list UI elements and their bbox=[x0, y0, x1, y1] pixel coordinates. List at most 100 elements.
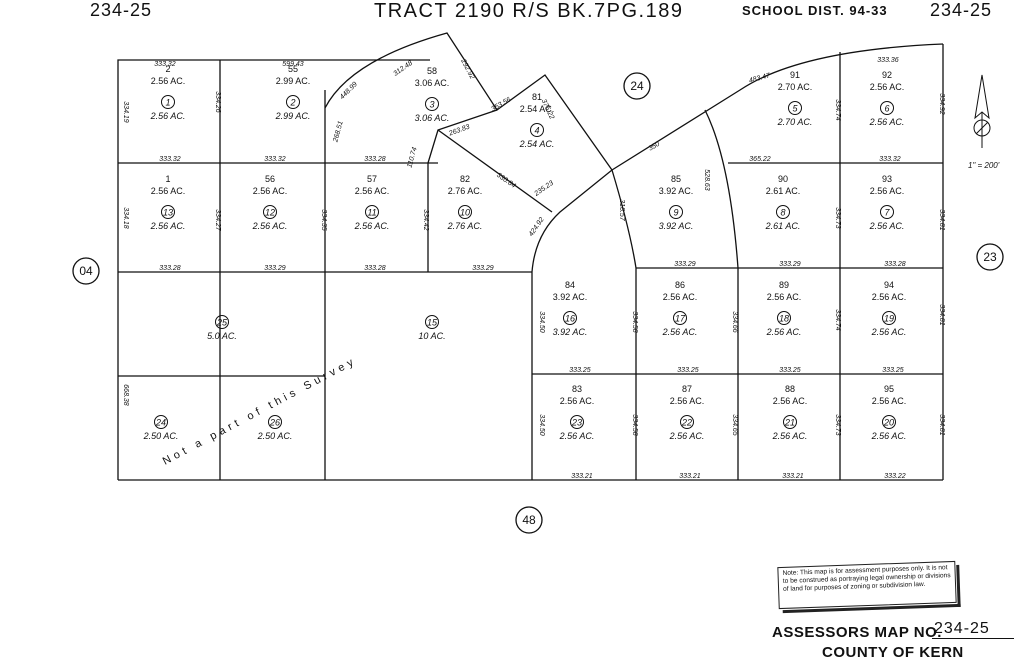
parcel-circle bbox=[161, 205, 175, 219]
neighbor-map-number: 23 bbox=[983, 250, 997, 264]
parcel-area: 2.50 AC. bbox=[257, 431, 293, 441]
parcel-circle bbox=[268, 415, 282, 429]
parcel-area: 2.76 AC. bbox=[447, 221, 483, 231]
dimension-label: 333.28 bbox=[364, 265, 386, 272]
dimension-label: 333.25 bbox=[569, 367, 591, 374]
parcel-number: 26 bbox=[269, 418, 280, 428]
dimension-label: 334.92 bbox=[938, 93, 945, 115]
parcel-5[interactable]: 912.70 AC.52.70 AC. bbox=[777, 70, 813, 127]
dimension-label: 334.27 bbox=[214, 209, 221, 232]
parcel-21[interactable]: 882.56 AC.212.56 AC. bbox=[772, 384, 808, 441]
parcel-number: 21 bbox=[784, 418, 795, 428]
parcel-number: 13 bbox=[163, 208, 173, 218]
dimension-label: 333.22 bbox=[884, 473, 906, 480]
dimension-label: 333.21 bbox=[679, 473, 701, 480]
lot-number: 88 bbox=[785, 384, 795, 394]
parcel-number: 19 bbox=[884, 314, 894, 324]
parcel-9[interactable]: 853.92 AC.93.92 AC. bbox=[659, 174, 694, 231]
dimension-label: 292.92 bbox=[459, 57, 476, 80]
lot-area: 2.56 AC. bbox=[767, 292, 802, 302]
dimension-label: 334.73 bbox=[834, 207, 841, 229]
lot-area: 2.54 AC. bbox=[520, 104, 555, 114]
road-east-edge bbox=[611, 169, 637, 480]
parcel-circle bbox=[776, 205, 790, 219]
parcel-24[interactable]: 242.50 AC. bbox=[143, 415, 179, 442]
dimension-label: 334.81 bbox=[938, 304, 945, 326]
parcel-12[interactable]: 562.56 AC.122.56 AC. bbox=[252, 174, 288, 231]
dimension-label: 334.35 bbox=[320, 209, 327, 231]
lot-number: 85 bbox=[671, 174, 681, 184]
parcel-13[interactable]: 12.56 AC.132.56 AC. bbox=[150, 174, 186, 231]
parcel-area: 3.92 AC. bbox=[553, 327, 588, 337]
parcel-26[interactable]: 26 2.50 AC. bbox=[257, 415, 293, 442]
parcel-1[interactable]: 22.56 AC.12.56 AC. bbox=[150, 64, 186, 121]
parcel-23[interactable]: 832.56 AC.232.56 AC. bbox=[559, 384, 595, 441]
parcel-area: 2.56 AC. bbox=[871, 327, 907, 337]
lot-number: 56 bbox=[265, 174, 275, 184]
lot-area: 2.56 AC. bbox=[872, 396, 907, 406]
dimension-label: 333.32 bbox=[879, 156, 901, 163]
parcel-area: 2.56 AC. bbox=[871, 431, 907, 441]
parcel-11[interactable]: 572.56 AC.112.56 AC. bbox=[354, 174, 390, 231]
dimension-label: 483.47 bbox=[748, 72, 772, 85]
lot-number: 90 bbox=[778, 174, 788, 184]
parcel-20[interactable]: 952.56 AC.202.56 AC. bbox=[871, 384, 907, 441]
parcel-circle bbox=[563, 311, 577, 325]
map-number-value: 234-25 bbox=[934, 620, 990, 637]
parcel-circle bbox=[365, 205, 379, 219]
boundary-west-block bbox=[117, 59, 430, 480]
road-south-edge bbox=[531, 43, 944, 480]
lot-area: 3.92 AC. bbox=[659, 186, 694, 196]
lot-85-east bbox=[704, 109, 739, 269]
parcel-19[interactable]: 942.56 AC.192.56 AC. bbox=[871, 280, 907, 337]
parcel-number: 5 bbox=[792, 104, 798, 114]
parcel-circle bbox=[673, 311, 687, 325]
parcel-area: 2.50 AC. bbox=[143, 431, 179, 441]
lot-number: 82 bbox=[460, 174, 470, 184]
parcel-16[interactable]: 843.92 AC.163.92 AC. bbox=[553, 280, 588, 337]
parcel-22[interactable]: 872.56 AC.222.56 AC. bbox=[669, 384, 705, 441]
neighbor-map-number: 04 bbox=[79, 264, 93, 278]
lot-number: 89 bbox=[779, 280, 789, 290]
parcel-25[interactable]: 255.0 AC. bbox=[207, 315, 237, 342]
parcel-2[interactable]: 552.99 AC.22.99 AC. bbox=[275, 64, 311, 121]
parcel-area: 2.56 AC. bbox=[150, 111, 186, 121]
parcel-10[interactable]: 822.76 AC.102.76 AC. bbox=[447, 174, 483, 231]
dimension-label: 318.57 bbox=[618, 199, 625, 222]
parcel-area: 2.56 AC. bbox=[869, 221, 905, 231]
parcel-7[interactable]: 932.56 AC.72.56 AC. bbox=[869, 174, 905, 231]
parcel-3[interactable]: 583.06 AC.33.06 AC. bbox=[415, 66, 450, 123]
lot-4-south bbox=[437, 129, 553, 213]
parcel-circle bbox=[783, 415, 797, 429]
parcel-circle bbox=[425, 97, 439, 111]
parcel-circle bbox=[880, 101, 894, 115]
dimension-label: 334.19 bbox=[122, 101, 129, 123]
parcel-18[interactable]: 892.56 AC.182.56 AC. bbox=[766, 280, 802, 337]
parcel-circle bbox=[570, 415, 584, 429]
dimension-label: 110.74 bbox=[406, 147, 418, 169]
dimension-label: 333.25 bbox=[677, 367, 699, 374]
parcel-4[interactable]: 812.54 AC.42.54 AC. bbox=[519, 92, 555, 149]
parcel-6[interactable]: 922.56 AC.62.56 AC. bbox=[869, 70, 905, 127]
parcel-area: 2.54 AC. bbox=[519, 139, 555, 149]
parcel-8[interactable]: 902.61 AC.82.61 AC. bbox=[765, 174, 801, 231]
lot-area: 2.56 AC. bbox=[253, 186, 288, 196]
school-district: SCHOOL DIST. 94-33 bbox=[742, 3, 888, 18]
dimension-label: 268.51 bbox=[332, 120, 345, 144]
parcel-area: 2.56 AC. bbox=[772, 431, 808, 441]
parcel-number: 12 bbox=[265, 208, 275, 218]
parcel-area: 3.92 AC. bbox=[659, 221, 694, 231]
parcel-number: 23 bbox=[571, 418, 582, 428]
lot-area: 2.76 AC. bbox=[448, 186, 483, 196]
parcel-circle bbox=[882, 311, 896, 325]
lot-number: 1 bbox=[165, 174, 170, 184]
tract-title: TRACT 2190 R/S BK.7PG.189 bbox=[374, 0, 684, 22]
lot-number: 83 bbox=[572, 384, 582, 394]
parcel-17[interactable]: 862.56 AC.172.56 AC. bbox=[662, 280, 698, 337]
scale-label: 1" = 200' bbox=[968, 161, 1000, 170]
parcel-circle bbox=[680, 415, 694, 429]
parcel-number: 16 bbox=[565, 314, 575, 324]
parcel-circle bbox=[161, 95, 175, 109]
